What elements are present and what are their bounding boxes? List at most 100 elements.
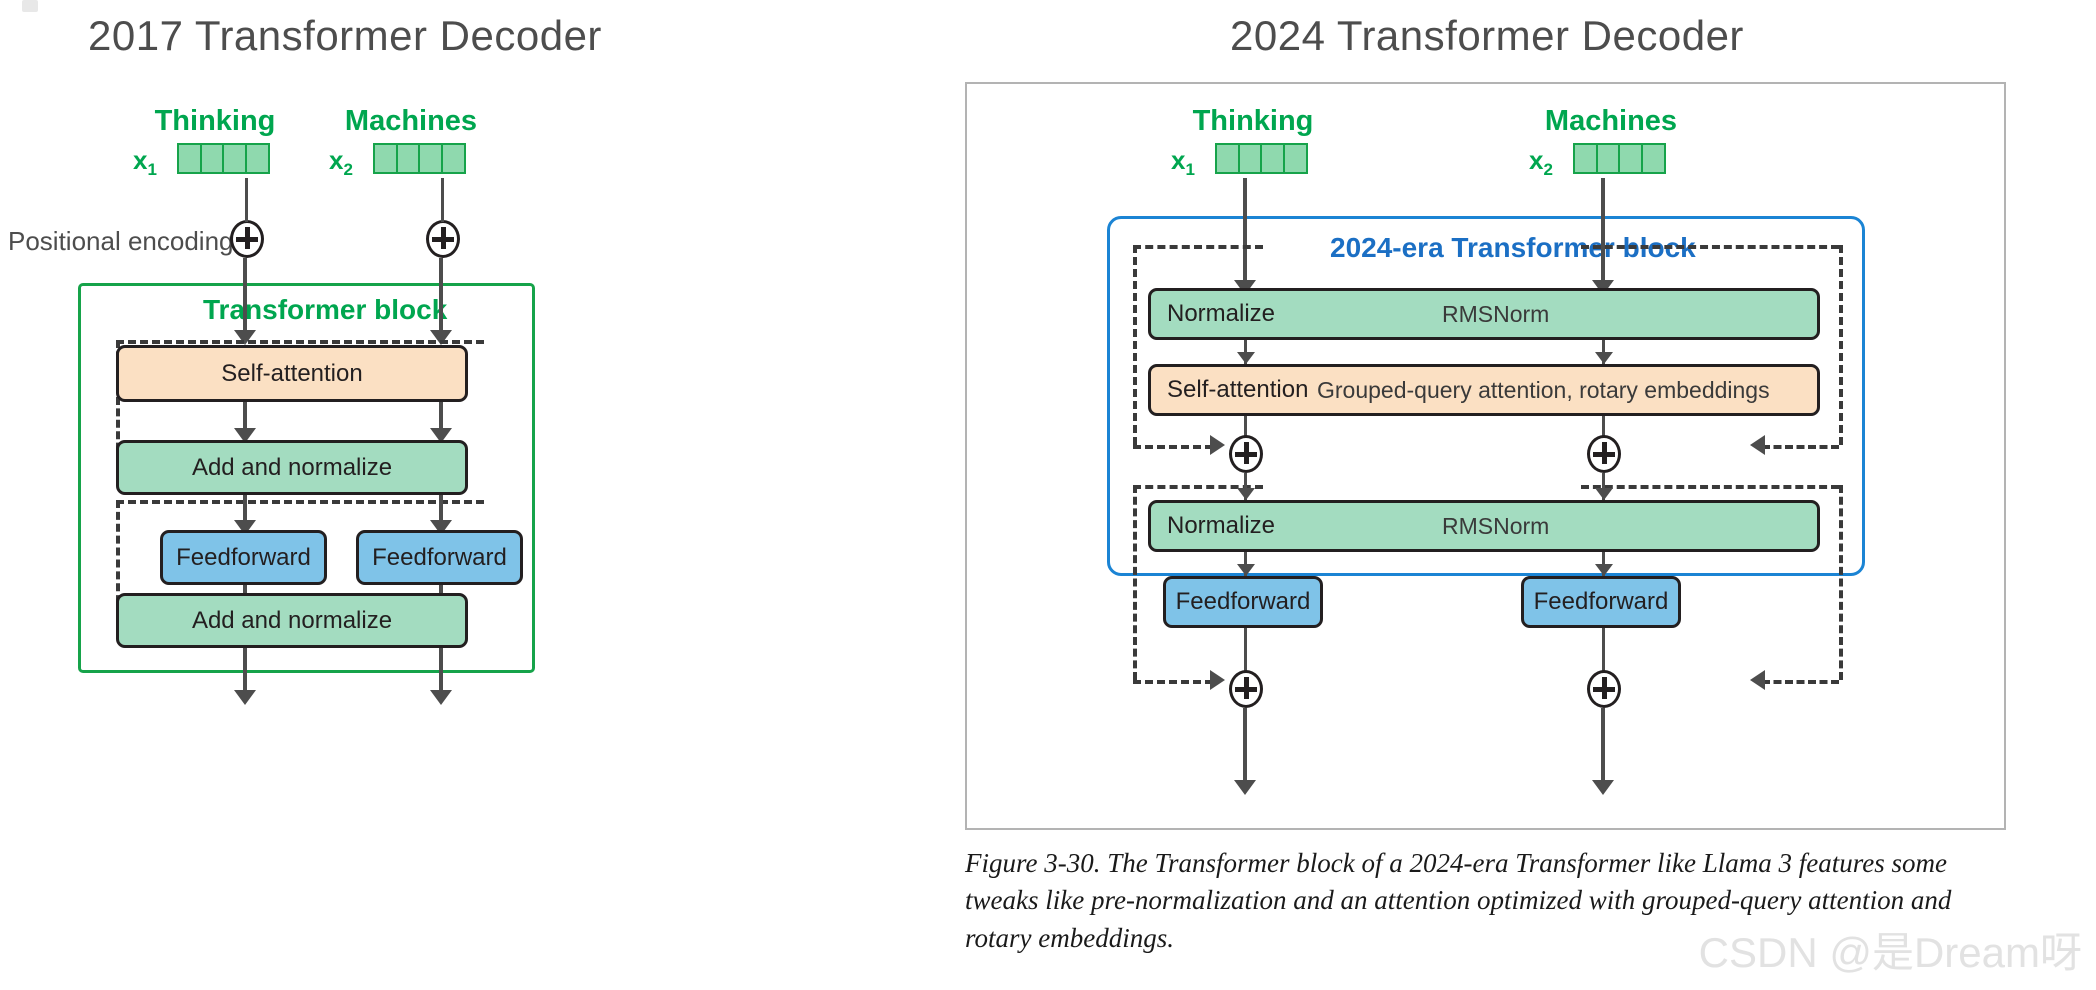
left-block-self-attention: Self-attention xyxy=(116,345,468,402)
arrowhead-down xyxy=(234,428,256,443)
connector-addnorm1-to-ff1 xyxy=(243,495,247,533)
left-block-add-normalize-1: Add and normalize xyxy=(116,440,468,495)
embedding-cell xyxy=(1618,143,1643,174)
arrowhead-down xyxy=(1595,564,1613,576)
token-label-machines-left: Machines xyxy=(344,105,478,137)
left-block-add-normalize-2: Add and normalize xyxy=(116,593,468,648)
left-block-feedforward-1: Feedforward xyxy=(160,530,327,585)
embedding-cell xyxy=(177,143,202,174)
right-residual-tap-1 xyxy=(1133,245,1263,249)
embedding-cell xyxy=(1640,143,1666,174)
embedding-cell xyxy=(244,143,270,174)
connector-x1-into-block xyxy=(1243,178,1247,288)
right-output-line-1 xyxy=(1243,708,1247,788)
right-residual-tap-1-right xyxy=(1581,245,1839,249)
left-block-feedforward-2: Feedforward xyxy=(356,530,523,585)
right-block-feedforward-1: Feedforward xyxy=(1163,576,1323,628)
connector-selfattn-to-plus-right xyxy=(1602,416,1605,438)
left-transformer-block-caption: Transformer block xyxy=(203,294,448,325)
right-diagram-title: 2024 Transformer Decoder xyxy=(1230,12,1744,59)
right-residual-down-1-left xyxy=(1133,245,1137,445)
connector-x2-to-plus xyxy=(441,178,444,222)
csdn-watermark: CSDN @是Dream呀 xyxy=(1698,929,2082,976)
connector-selfattn-to-addnorm-b xyxy=(439,402,443,442)
embedding-var-x2-right: x2 xyxy=(1529,145,1553,180)
embedding-cell xyxy=(1215,143,1240,174)
token-label-thinking-right: Thinking xyxy=(1192,105,1314,137)
right-block-normalize-2: Normalize RMSNorm xyxy=(1148,500,1820,552)
arrowhead-down xyxy=(1237,564,1255,576)
right-residual-add-node-1-right xyxy=(1587,435,1621,473)
right-block-feedforward-1-label: Feedforward xyxy=(1175,588,1311,615)
token-group-machines-left: Machines x2 xyxy=(329,105,481,179)
positional-encoding-label: Positional encoding xyxy=(8,226,234,256)
connector-x2-into-block xyxy=(1601,178,1605,288)
embedding-row-x2-right xyxy=(1573,143,1666,174)
connector-x1-to-plus xyxy=(245,178,248,222)
embedding-cell xyxy=(395,143,421,174)
embedding-var-x1-left: x1 xyxy=(133,145,157,180)
right-block-self-attention-detail: Grouped-query attention, rotary embeddin… xyxy=(1317,376,1770,403)
token-group-machines-right: Machines x2 xyxy=(1529,105,1681,179)
embedding-cell xyxy=(1282,143,1308,174)
connector-selfattn-to-plus-left xyxy=(1244,416,1247,438)
right-residual-arrow-1-left xyxy=(1210,435,1225,455)
right-residual-into-plus-2-right xyxy=(1762,680,1839,684)
connector-selfattn-to-addnorm-a xyxy=(243,402,247,442)
positional-add-node-2 xyxy=(426,220,460,258)
right-residual-down-2-left xyxy=(1133,485,1137,680)
residual-down-2 xyxy=(116,500,120,615)
left-block-self-attention-label: Self-attention xyxy=(221,359,363,387)
right-block-self-attention-label: Self-attention xyxy=(1167,376,1309,403)
right-residual-add-node-1-left xyxy=(1229,435,1263,473)
left-diagram-title: 2017 Transformer Decoder xyxy=(88,12,602,59)
left-output-line-1 xyxy=(243,648,247,700)
right-residual-into-plus-1-right xyxy=(1762,445,1839,449)
right-block-feedforward-2-label: Feedforward xyxy=(1533,588,1669,615)
residual-tap-top-2 xyxy=(116,500,484,504)
right-block-normalize-1: Normalize RMSNorm xyxy=(1148,288,1820,340)
right-residual-arrow-2-right xyxy=(1750,670,1765,690)
right-residual-add-node-2-left xyxy=(1229,670,1263,708)
embedding-cell xyxy=(440,143,466,174)
embedding-cell xyxy=(373,143,398,174)
embedding-row-x2-left xyxy=(373,143,466,174)
embedding-cell xyxy=(1595,143,1621,174)
connector-plus1-to-selfattention xyxy=(243,258,247,336)
right-residual-down-1-right xyxy=(1839,245,1843,445)
connector-ff1-to-plus2 xyxy=(1244,628,1247,672)
embedding-var-x1-right: x1 xyxy=(1171,145,1195,180)
figure-caption: Figure 3-30. The Transformer block of a … xyxy=(965,848,1952,953)
left-block-add-normalize-1-label: Add and normalize xyxy=(191,453,393,481)
right-output-line-2 xyxy=(1601,708,1605,788)
embedding-var-x2-left: x2 xyxy=(329,145,353,180)
right-residual-into-plus-1-left xyxy=(1133,445,1213,449)
connector-ff2-to-plus2 xyxy=(1602,628,1605,672)
embedding-cell xyxy=(222,143,247,174)
embedding-cell xyxy=(1237,143,1263,174)
arrowhead-down xyxy=(1234,780,1256,795)
embedding-cell xyxy=(199,143,225,174)
right-residual-down-2-right xyxy=(1839,485,1843,680)
connector-addnorm1-to-ff2 xyxy=(439,495,443,533)
arrowhead-down xyxy=(234,690,256,705)
right-block-normalize-2-detail: RMSNorm xyxy=(1442,512,1550,539)
embedding-row-x1-left xyxy=(177,143,270,174)
right-block-feedforward-2: Feedforward xyxy=(1521,576,1681,628)
residual-tap-top-1 xyxy=(116,340,484,344)
arrowhead-down xyxy=(430,690,452,705)
arrowhead-down xyxy=(1237,488,1255,500)
right-residual-tap-2 xyxy=(1133,485,1263,489)
arrowhead-down xyxy=(1595,488,1613,500)
embedding-row-x1-right xyxy=(1215,143,1308,174)
left-transformer-block-outline xyxy=(78,283,535,673)
token-label-thinking-left: Thinking xyxy=(154,105,276,137)
right-block-normalize-1-detail: RMSNorm xyxy=(1442,300,1550,327)
left-block-feedforward-1-label: Feedforward xyxy=(176,543,311,571)
token-label-machines-right: Machines xyxy=(1544,105,1678,137)
embedding-cell xyxy=(418,143,443,174)
right-figure-frame xyxy=(965,82,2006,830)
token-group-thinking-left: Thinking x1 xyxy=(133,105,285,179)
right-residual-arrow-1-right xyxy=(1750,435,1765,455)
